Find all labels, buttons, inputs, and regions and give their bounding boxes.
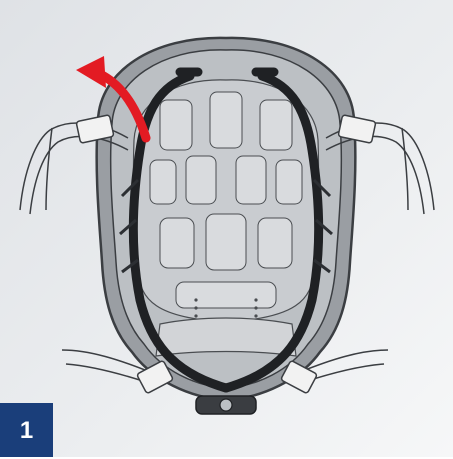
adjustment-dial	[196, 396, 256, 414]
front-pad	[156, 318, 296, 356]
step-number-badge: 1	[0, 403, 53, 457]
